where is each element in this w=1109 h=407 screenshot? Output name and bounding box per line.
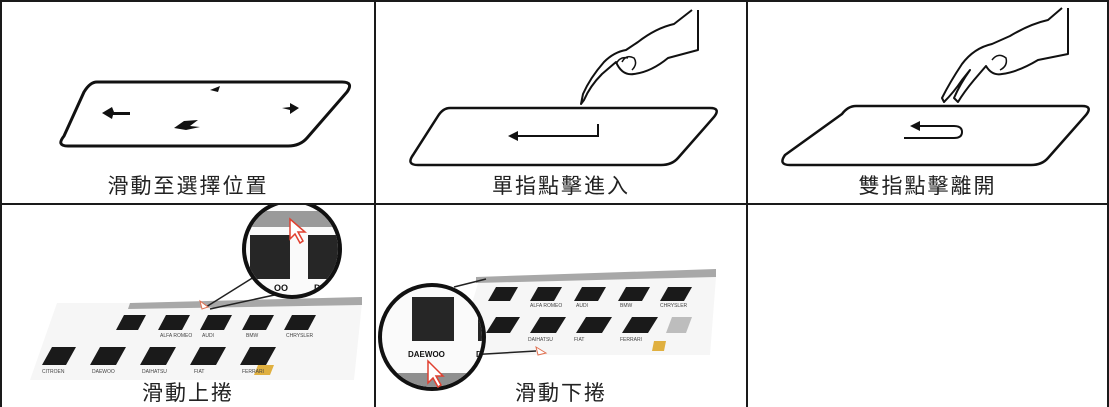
single-finger-tap-icon <box>409 9 718 167</box>
brand-label: AUDI <box>576 303 588 309</box>
caption-scroll-down: 滑動下捲 <box>515 381 607 405</box>
grid-line-right <box>1107 0 1109 407</box>
cell-swipe-select: 滑動至選擇位置 <box>2 2 374 203</box>
grid-line-2 <box>746 0 748 407</box>
brand-label: CITROEN <box>42 369 65 375</box>
caption-swipe-select: 滑動至選擇位置 <box>107 174 269 198</box>
caption-single-tap: 單指點擊進入 <box>492 174 630 198</box>
cell-scroll-down: ALFA ROMEO AUDI BMW CHRYSLER DAIHATSU FI… <box>376 205 746 407</box>
brand-panel: ALFA ROMEO AUDI BMW CHRYSLER CITROEN DAE… <box>30 297 362 380</box>
brand-label: DAIHATSU <box>528 337 553 343</box>
cursor-icon <box>427 359 445 389</box>
brand-panel: ALFA ROMEO AUDI BMW CHRYSLER DAIHATSU FI… <box>456 269 716 355</box>
cursor-icon <box>289 217 308 245</box>
caption-two-finger-tap: 雙指點擊離開 <box>858 174 997 198</box>
brand-label: ALFA ROMEO <box>530 303 562 309</box>
swipe-arrows <box>102 86 299 130</box>
brand-label: FERRARI <box>242 369 264 375</box>
brand-label: FERRARI <box>620 337 642 343</box>
grid-line-1 <box>374 0 376 407</box>
brand-label: CHRYSLER <box>286 333 314 339</box>
brand-label: BMW <box>246 333 259 339</box>
magnifier: OO DA <box>242 205 342 299</box>
caption-scroll-up: 滑動上捲 <box>142 381 234 405</box>
zoom-brand-label: OO <box>274 283 288 293</box>
grid-line-left <box>0 0 2 407</box>
swipe-card-icon <box>59 80 352 148</box>
zoom-brand-label: DAEWOO <box>408 350 445 359</box>
grid-line-middle <box>0 203 1109 205</box>
cell-scroll-up: ALFA ROMEO AUDI BMW CHRYSLER CITROEN DAE… <box>2 205 374 407</box>
cell-empty <box>748 205 1107 407</box>
brand-label: ALFA ROMEO <box>160 333 192 339</box>
brand-label: FIAT <box>194 369 204 375</box>
grid-line-top <box>0 0 1109 2</box>
scroll-up-illustration: ALFA ROMEO AUDI BMW CHRYSLER CITROEN DAE… <box>30 205 362 380</box>
brand-label: DAEWOO <box>92 369 115 375</box>
brand-label: CHRYSLER <box>660 303 688 309</box>
magnifier: DAEWOO DAI <box>378 283 486 391</box>
brand-label: BMW <box>620 303 633 309</box>
cell-single-tap: 單指點擊進入 <box>376 2 746 203</box>
cell-two-finger-tap: 雙指點擊離開 <box>748 2 1107 203</box>
brand-label: FIAT <box>574 337 584 343</box>
brand-label: AUDI <box>202 333 214 339</box>
scroll-down-illustration: ALFA ROMEO AUDI BMW CHRYSLER DAIHATSU FI… <box>378 269 716 391</box>
two-finger-tap-icon <box>781 7 1090 167</box>
brand-label: DAIHATSU <box>142 369 167 375</box>
